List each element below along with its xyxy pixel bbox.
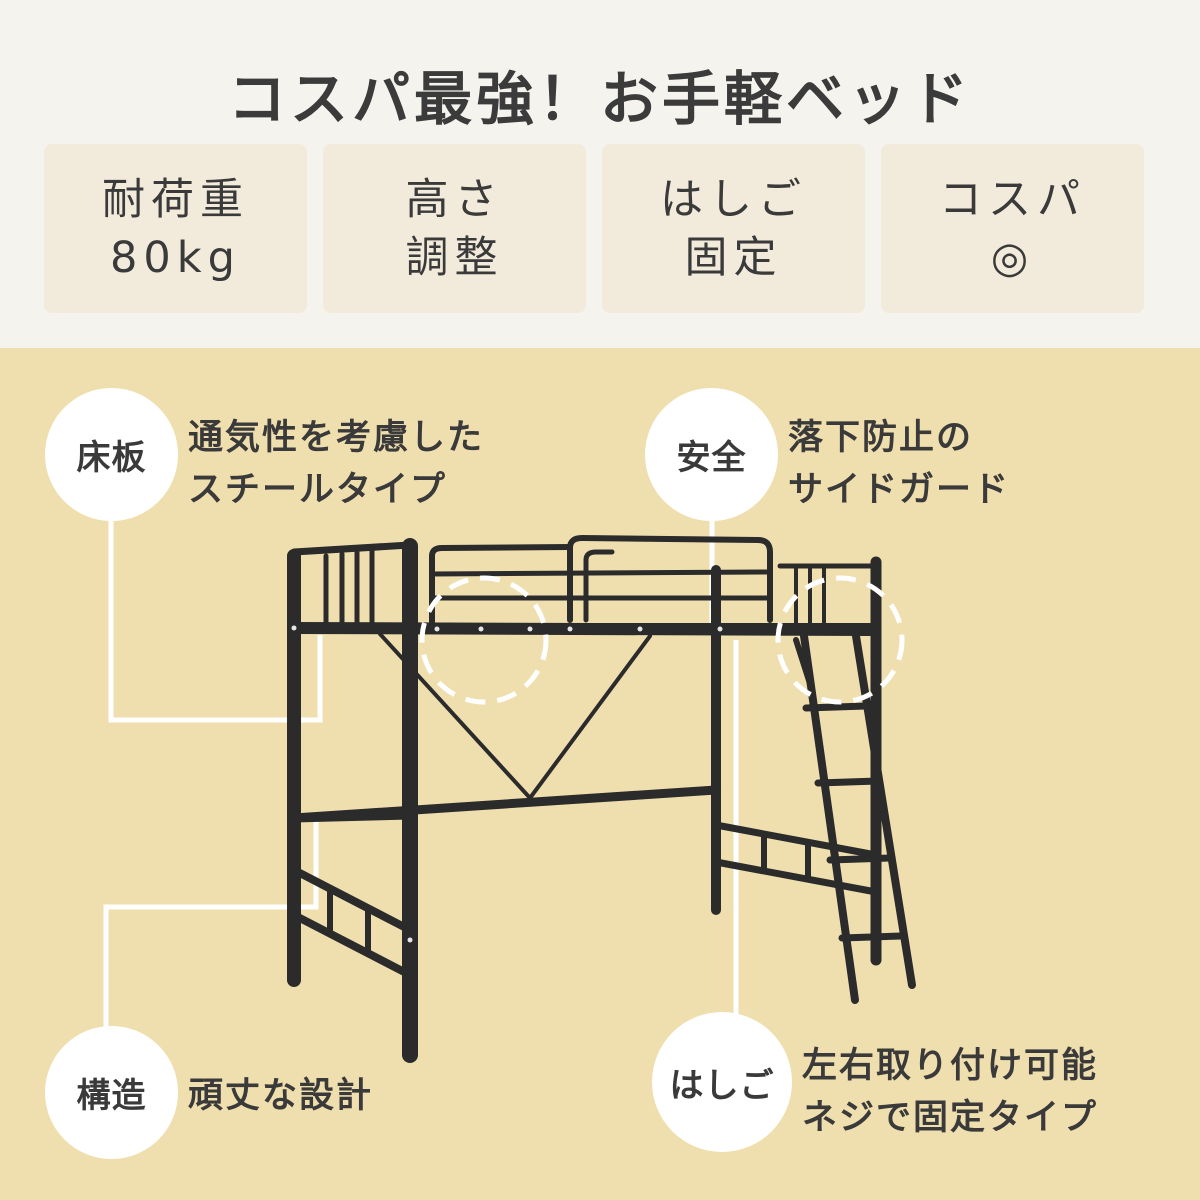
leader-lines: [103, 505, 739, 1040]
callout-safety-text: 落下防止の サイドガード: [788, 412, 1010, 516]
page-title: コスパ最強！お手軽ベッド: [227, 65, 972, 133]
product-section: [0, 348, 1200, 1200]
callout-line: サイドガード: [788, 470, 1011, 510]
feature-value: 固定: [684, 232, 783, 283]
badge-safety: 安全: [645, 388, 778, 521]
callout-line: 落下防止の: [788, 418, 974, 458]
feature-label: コスパ: [939, 174, 1086, 225]
highlight-circles: [419, 575, 905, 705]
deck-bolts: [291, 625, 723, 943]
feature-card-cost: コスパ ◎: [881, 144, 1144, 313]
header-section: コスパ最強！お手軽ベッド 耐荷重 80kg 高さ 調整 はしご 固定 コスパ ◎: [0, 0, 1200, 348]
feature-value: ◎: [990, 232, 1035, 283]
feature-label: 耐荷重: [102, 174, 249, 225]
feature-value: 調整: [405, 232, 504, 283]
feature-card-load: 耐荷重 80kg: [44, 144, 307, 313]
callout-line: ネジで固定タイプ: [802, 1098, 1099, 1138]
callout-floor-text: 通気性を考慮した スチールタイプ: [188, 412, 484, 516]
feature-card-height: 高さ 調整: [323, 144, 586, 313]
feature-card-ladder: はしご 固定: [602, 144, 865, 313]
callout-line: 通気性を考慮した: [188, 418, 485, 458]
callout-ladder-text: 左右取り付け可能 ネジで固定タイプ: [802, 1040, 1098, 1144]
feature-label: 高さ: [405, 174, 504, 225]
badge-structure: 構造: [45, 1026, 178, 1159]
callout-line: 頑丈な設計: [188, 1076, 374, 1116]
callout-line: スチールタイプ: [188, 470, 448, 510]
feature-label: はしご: [660, 174, 807, 225]
badge-ladder: はしご: [652, 1012, 792, 1152]
callout-structure-text: 頑丈な設計: [188, 1070, 373, 1122]
callout-line: 左右取り付け可能: [802, 1046, 1099, 1086]
badge-floor: 床板: [45, 388, 178, 521]
feature-value: 80kg: [110, 232, 241, 283]
bed-frame: [287, 534, 916, 1063]
